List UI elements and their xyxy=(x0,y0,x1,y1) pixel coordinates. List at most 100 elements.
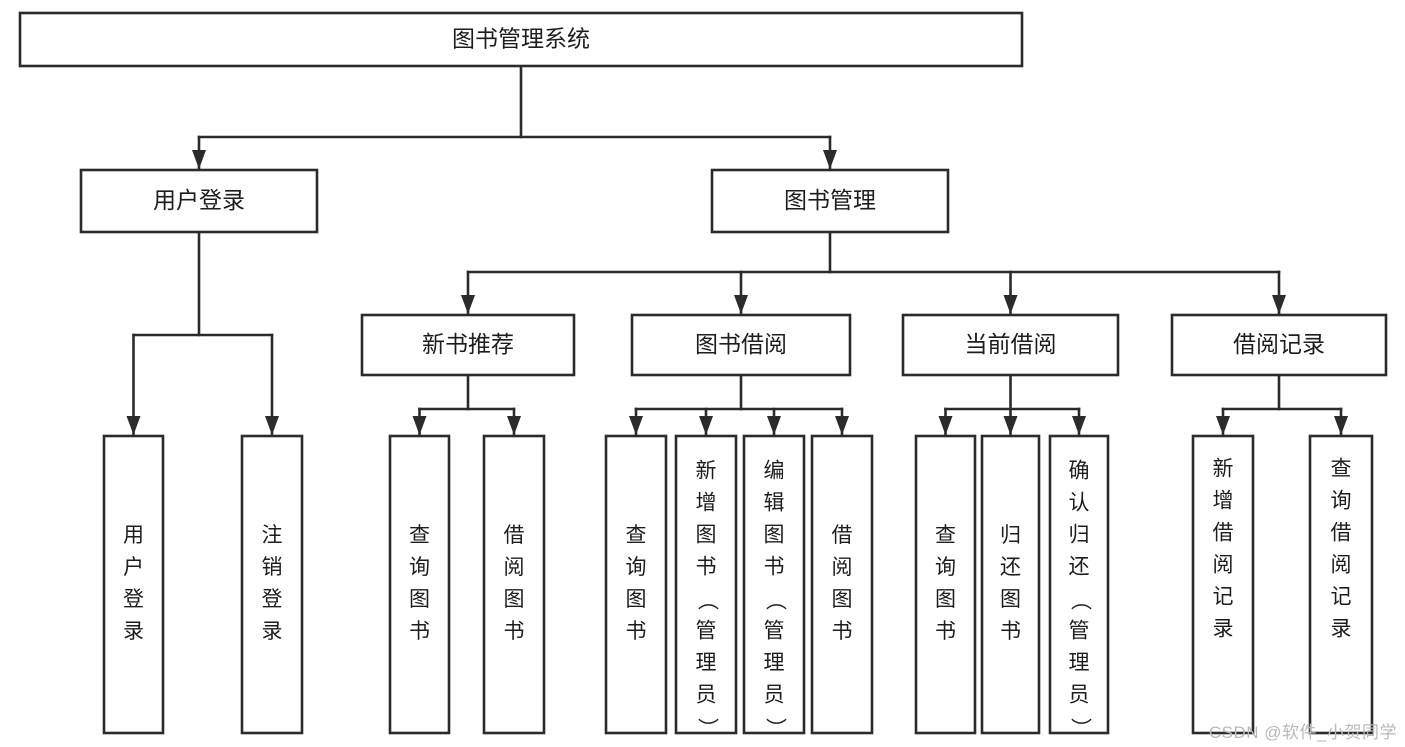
leaf-label-char: 录 xyxy=(123,620,144,643)
leaf-label-char: 书 xyxy=(935,620,956,643)
arrowhead-icon xyxy=(412,416,427,435)
edges-layer xyxy=(126,64,1348,437)
leaf-label-char: 登 xyxy=(262,588,283,611)
leaf-label-char: 确 xyxy=(1069,460,1090,483)
leaf-label-char: 阅 xyxy=(1331,554,1352,577)
arrowhead-icon xyxy=(1334,416,1348,435)
node-label: 借阅记录 xyxy=(1233,331,1325,357)
arrowhead-icon xyxy=(192,150,206,169)
leaf-label-char: 图 xyxy=(504,588,525,611)
leaf-label-char: 书 xyxy=(764,556,785,579)
leaf-label-char: 管 xyxy=(1069,620,1090,643)
arrowhead-icon xyxy=(1216,416,1230,435)
arrowhead-icon xyxy=(629,416,643,435)
node-box xyxy=(18,11,1024,68)
node-box xyxy=(1191,434,1255,735)
leaf-label-char: 图 xyxy=(696,524,717,547)
leaf-label-char: 新 xyxy=(1213,458,1234,481)
node-box xyxy=(240,434,304,735)
node-box xyxy=(674,434,738,735)
leaf-label-char: 图 xyxy=(626,588,647,611)
leaf-label-char: 新 xyxy=(696,460,717,483)
leaf-label-char: 注 xyxy=(262,524,283,547)
arrowhead-icon xyxy=(835,416,849,435)
leaf-label-char: 查 xyxy=(626,524,647,547)
arrowhead-icon xyxy=(461,295,475,314)
arrowhead-icon xyxy=(1003,295,1018,314)
leaf-label-char: 图 xyxy=(764,524,785,547)
leaf-label-char: 录 xyxy=(1213,618,1234,641)
leaf-label-char: 书 xyxy=(626,620,647,643)
leaf-label-char: ） xyxy=(695,718,718,739)
leaf-label-char: 阅 xyxy=(832,556,853,579)
node-level3-2[interactable]: 当前借阅 xyxy=(901,313,1120,377)
node-label: 图书管理系统 xyxy=(452,26,590,52)
leaf-label-char: 借 xyxy=(504,524,525,547)
leaf-label-char: ） xyxy=(1068,718,1091,739)
leaf-label-char: 用 xyxy=(123,524,144,547)
leaf-label-char: 阅 xyxy=(1213,554,1234,577)
node-label: 图书借阅 xyxy=(695,331,787,357)
leaf-label-char: 阅 xyxy=(504,556,525,579)
node-label: 图书管理 xyxy=(784,187,876,213)
leaf-label-char: 登 xyxy=(123,588,144,611)
leaf-label-char: 理 xyxy=(696,652,717,675)
leaf-label-char: 记 xyxy=(1213,586,1234,609)
node-level3-0[interactable]: 新书推荐 xyxy=(360,313,576,377)
node-level2-1[interactable]: 图书管理 xyxy=(710,168,950,234)
watermark: CSDN @软件_小贺同学 xyxy=(1208,723,1397,742)
arrowhead-icon xyxy=(265,416,279,435)
leaf-label-char: 归 xyxy=(1069,524,1090,547)
leaf-label-char: 询 xyxy=(409,556,430,579)
leaf-label-char: 书 xyxy=(409,620,430,643)
node-box xyxy=(742,434,806,735)
arrowhead-icon xyxy=(126,416,141,435)
leaf-label-char: 员 xyxy=(764,684,785,707)
node-level2-0[interactable]: 用户登录 xyxy=(79,168,319,234)
leaf-label-char: （ xyxy=(695,590,718,611)
leaf-label-char: 借 xyxy=(832,524,853,547)
leaf-label-char: 增 xyxy=(696,492,717,515)
leaf-label-char: 理 xyxy=(1069,652,1090,675)
leaf-node-0[interactable]: 用户登录 xyxy=(102,434,165,735)
node-label: 用户登录 xyxy=(153,187,245,213)
arrowhead-icon xyxy=(823,150,837,169)
node-root-0[interactable]: 图书管理系统 xyxy=(18,11,1024,68)
node-level3-1[interactable]: 图书借阅 xyxy=(630,313,852,377)
node-box xyxy=(1308,434,1374,735)
leaf-label-char: 书 xyxy=(504,620,525,643)
leaf-label-char: （ xyxy=(1068,590,1091,611)
node-box xyxy=(79,168,319,234)
leaf-label-char: 认 xyxy=(1069,492,1090,515)
arrowhead-icon xyxy=(734,295,748,314)
leaf-label-char: 编 xyxy=(764,460,785,483)
arrowhead-icon xyxy=(699,416,713,435)
node-box xyxy=(901,313,1120,377)
node-level3-3[interactable]: 借阅记录 xyxy=(1170,313,1388,377)
arrowhead-icon xyxy=(1072,416,1086,435)
leaf-label-char: 增 xyxy=(1213,490,1234,513)
leaf-label-char: 查 xyxy=(1331,458,1352,481)
arrowhead-icon xyxy=(507,416,521,435)
node-box xyxy=(1048,434,1110,735)
arrowhead-icon xyxy=(767,416,781,435)
leaf-label-char: 图 xyxy=(1000,588,1021,611)
leaf-label-char: 询 xyxy=(935,556,956,579)
leaf-label-char: 销 xyxy=(262,556,283,579)
leaf-label-char: 借 xyxy=(1213,522,1234,545)
leaf-label-char: 户 xyxy=(123,556,144,579)
leaf-label-char: 图 xyxy=(409,588,430,611)
